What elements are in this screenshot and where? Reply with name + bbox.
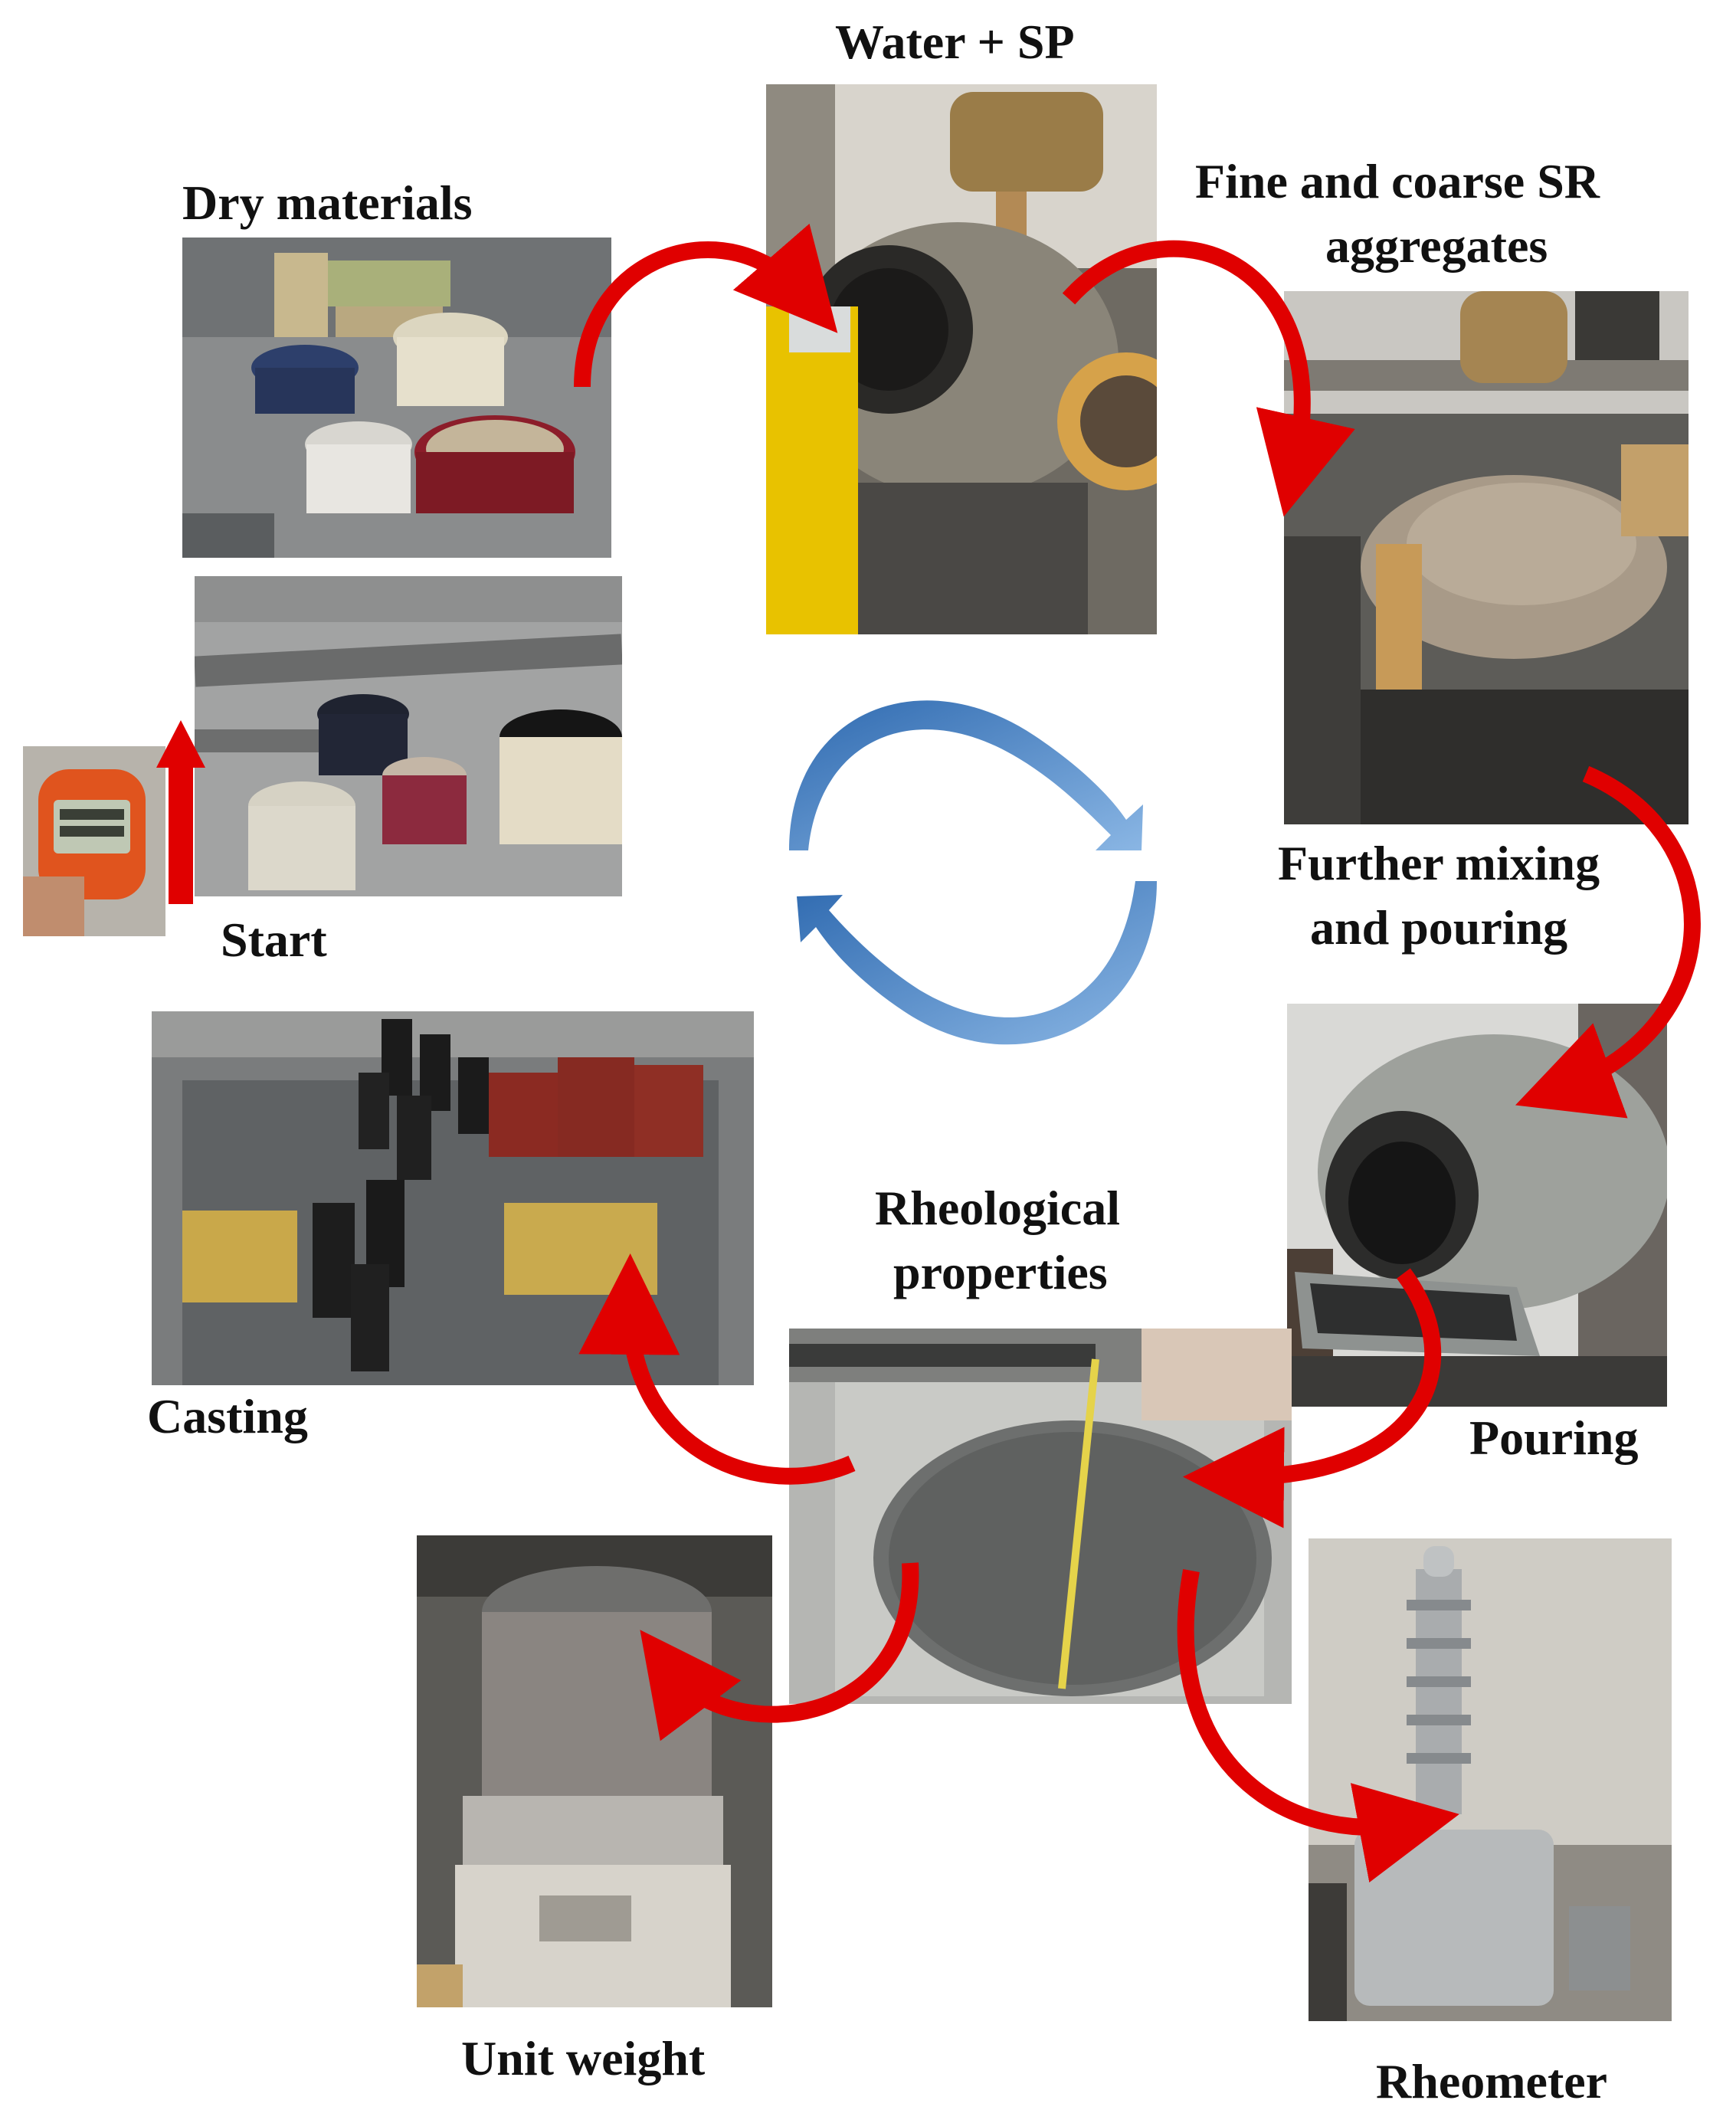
label-further-line1: Further mixing bbox=[1278, 836, 1600, 890]
photo-start-buckets bbox=[195, 576, 622, 896]
photo-casting bbox=[152, 1011, 754, 1385]
label-further-line2: and pouring bbox=[1310, 900, 1568, 955]
label-rheometer: Rheometer bbox=[1376, 2054, 1608, 2108]
photo-aggregates-mixer bbox=[1284, 291, 1689, 824]
photo-stopwatch bbox=[23, 746, 165, 936]
label-water-sp: Water + SP bbox=[835, 15, 1075, 69]
cycle-arrow-top bbox=[789, 700, 1143, 850]
label-dry-materials: Dry materials bbox=[182, 175, 473, 230]
photo-rheological-properties bbox=[789, 1329, 1292, 1704]
photo-water-sp bbox=[766, 84, 1157, 634]
label-fine-coarse-line1: Fine and coarse SR bbox=[1195, 154, 1600, 208]
photo-dry-materials bbox=[182, 238, 611, 558]
label-unit-weight: Unit weight bbox=[461, 2031, 706, 2085]
cycle-arrow-bottom bbox=[797, 881, 1157, 1045]
label-fine-coarse-line2: aggregates bbox=[1325, 218, 1548, 273]
label-start: Start bbox=[221, 912, 327, 967]
photo-pouring bbox=[1287, 1004, 1667, 1407]
label-rheo-line2: properties bbox=[893, 1245, 1108, 1299]
photo-rheometer bbox=[1309, 1538, 1672, 2021]
label-pouring: Pouring bbox=[1469, 1410, 1639, 1465]
label-casting: Casting bbox=[147, 1389, 308, 1443]
label-rheo-line1: Rheological bbox=[875, 1181, 1120, 1235]
photo-unit-weight bbox=[417, 1535, 772, 2007]
